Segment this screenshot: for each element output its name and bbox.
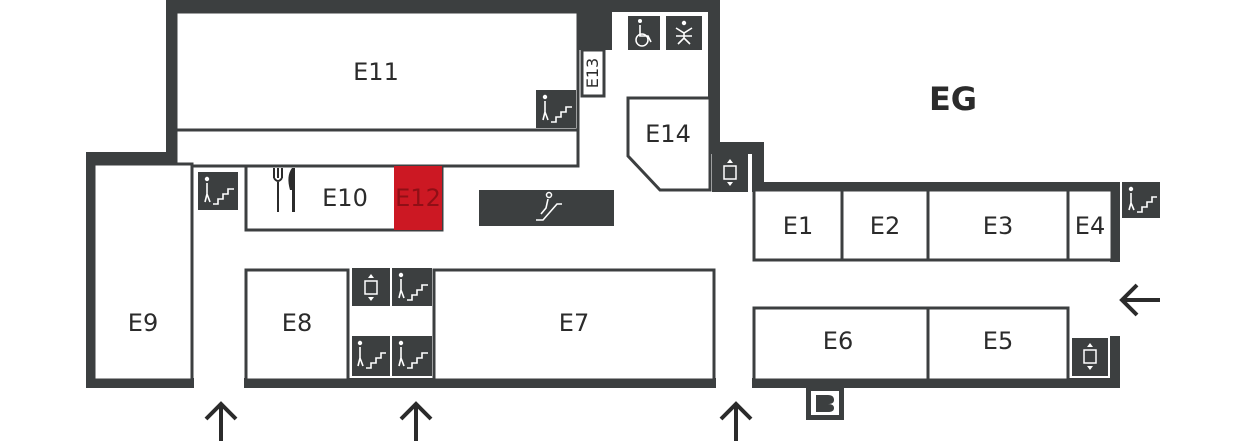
room-E7-label: E7 xyxy=(559,309,589,337)
elevator-icon xyxy=(1072,338,1108,376)
room-E11-label: E11 xyxy=(353,58,399,86)
stairs-icon xyxy=(536,90,576,128)
entrance-arrow-icon xyxy=(719,401,753,441)
room-E11[interactable]: E11 xyxy=(174,10,580,132)
room-E3-label: E3 xyxy=(983,212,1013,240)
room-E9-label: E9 xyxy=(128,309,158,337)
entrance-arrow-icon xyxy=(204,401,238,441)
room-E4-label: E4 xyxy=(1075,212,1105,240)
room-E7[interactable]: E7 xyxy=(432,268,716,382)
room-E6-label: E6 xyxy=(823,327,853,355)
room-E1-label: E1 xyxy=(783,212,813,240)
room-E12[interactable]: E12 xyxy=(394,166,442,230)
stairs-icon xyxy=(392,336,432,376)
restaurant-icon xyxy=(273,168,295,212)
room-E5-label: E5 xyxy=(983,327,1013,355)
wheelchair-icon xyxy=(628,16,660,50)
room-E9[interactable]: E9 xyxy=(92,162,194,382)
outer-walls xyxy=(86,0,1120,388)
room-E6[interactable]: E6 xyxy=(752,306,930,382)
stairs-icon xyxy=(392,268,432,306)
baby-changing-icon xyxy=(666,16,702,50)
room-E8-label: E8 xyxy=(282,309,312,337)
escalator-icon xyxy=(479,190,614,226)
room-E3[interactable]: E3 xyxy=(926,188,1070,262)
stairs-icon xyxy=(198,172,238,210)
room-E2[interactable]: E2 xyxy=(840,188,930,262)
elevator-icon xyxy=(712,154,748,192)
room-E10-label: E10 xyxy=(322,184,368,212)
stairs-icon xyxy=(1122,182,1160,218)
room-E5[interactable]: E5 xyxy=(926,306,1070,382)
elevator-icon xyxy=(352,268,390,306)
corridor-upper xyxy=(174,128,580,168)
room-E13[interactable]: E13 xyxy=(580,48,606,98)
room-E14[interactable]: E14 xyxy=(626,96,712,192)
room-E1[interactable]: E1 xyxy=(752,188,844,262)
room-E13-label: E13 xyxy=(583,58,602,88)
room-E12-label: E12 xyxy=(395,184,441,212)
room-E14-label: E14 xyxy=(645,120,691,148)
room-E4[interactable]: E4 xyxy=(1066,188,1114,262)
entrance-arrow-icon xyxy=(1119,283,1160,317)
entrance-arrow-icon xyxy=(399,401,433,441)
lecture-hall-icon xyxy=(806,386,844,420)
room-E8[interactable]: E8 xyxy=(244,268,350,382)
room-E2-label: E2 xyxy=(870,212,900,240)
floor-label: EG xyxy=(929,80,977,118)
stairs-icon xyxy=(352,336,390,376)
